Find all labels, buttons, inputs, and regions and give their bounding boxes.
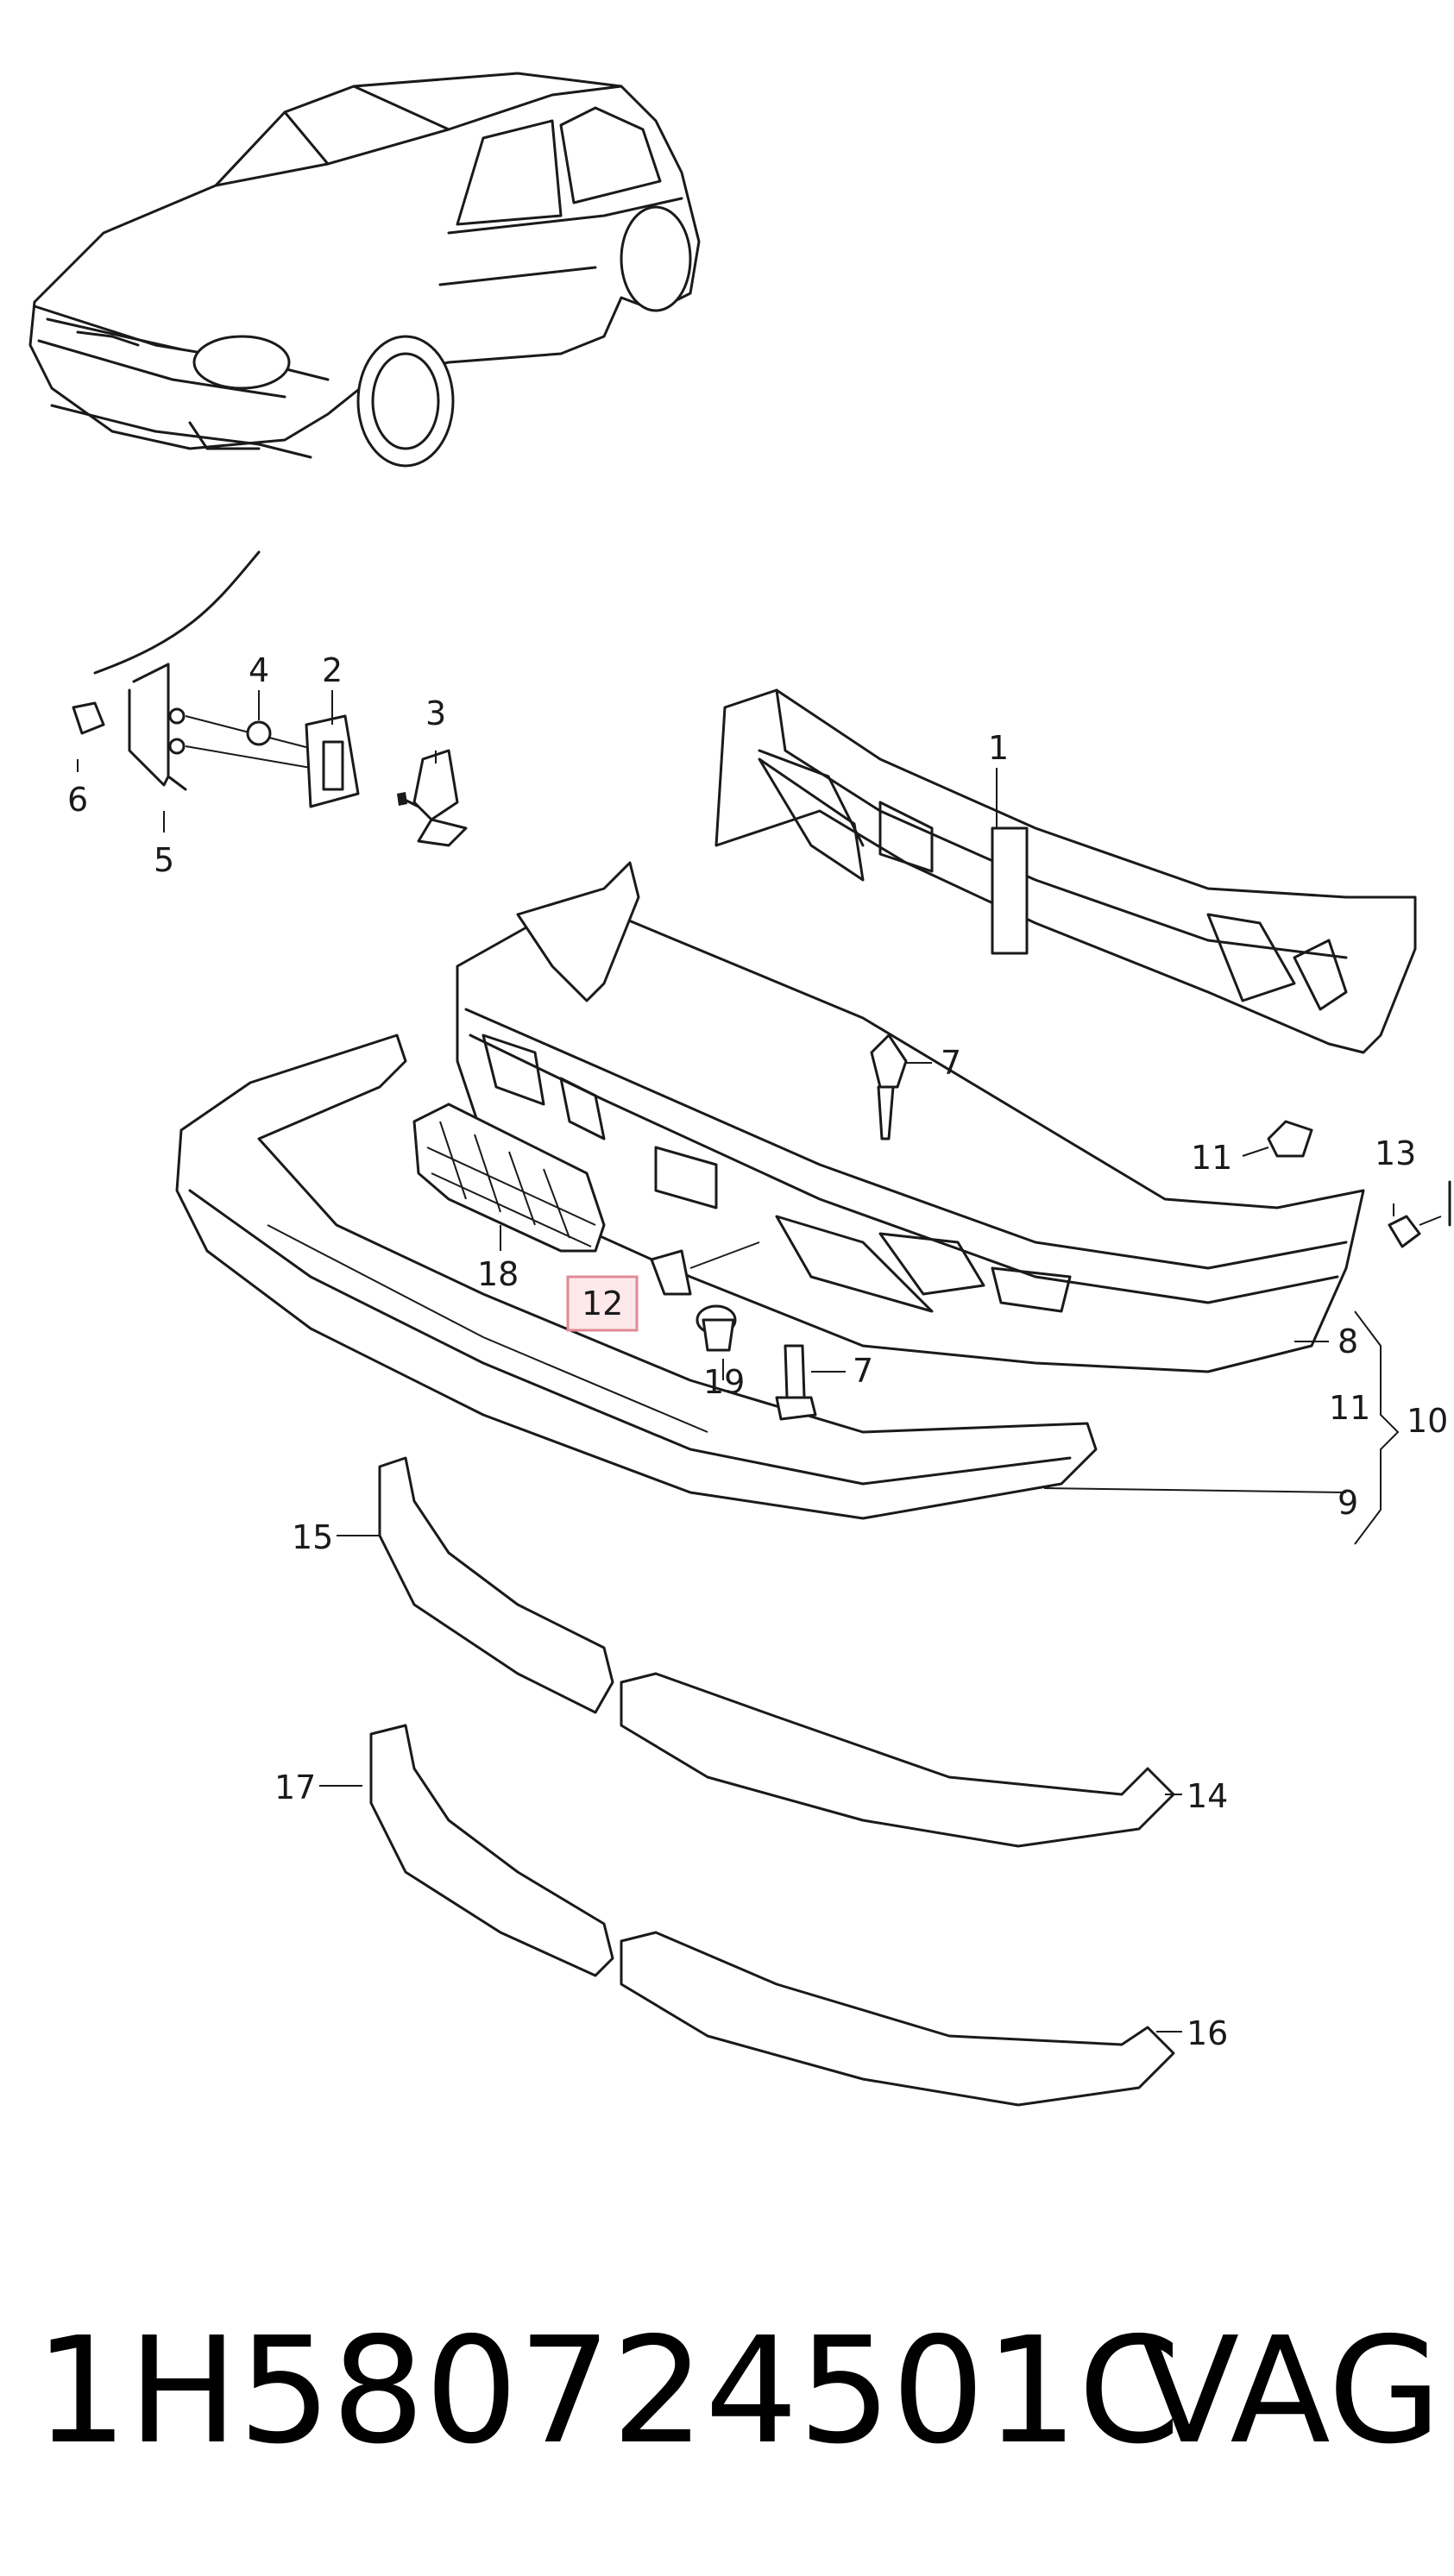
- callout-18: 18: [477, 1255, 519, 1293]
- callout-5: 5: [154, 841, 174, 879]
- callout-14: 14: [1186, 1777, 1228, 1815]
- callout-6: 6: [67, 781, 88, 819]
- lower-strips: [369, 1456, 1175, 2107]
- callout-3: 3: [425, 694, 446, 732]
- callout-labels: 1 2 3 4 5 6 7 7 8 9 10 11 11 12 13 14 15…: [67, 651, 1448, 2052]
- callout-7-upper: 7: [941, 1044, 961, 1082]
- callout-19: 19: [703, 1363, 745, 1401]
- callout-16: 16: [1186, 2014, 1228, 2052]
- callout-1: 1: [988, 729, 1009, 767]
- callout-2: 2: [322, 651, 343, 689]
- callout-8: 8: [1338, 1323, 1358, 1360]
- car-illustration: [28, 72, 701, 468]
- brand-name: VAG: [1139, 2306, 1441, 2477]
- part-number: 1H580724501C: [35, 2306, 1180, 2477]
- callout-13: 13: [1375, 1134, 1416, 1172]
- callout-12: 12: [582, 1285, 623, 1323]
- spoiler-part-9: [175, 1034, 1098, 1520]
- callout-7-lower: 7: [853, 1352, 873, 1390]
- callout-15: 15: [292, 1518, 333, 1556]
- small-fasteners: [650, 1034, 1451, 1421]
- callout-17: 17: [274, 1769, 316, 1806]
- callout-11-upper: 11: [1191, 1139, 1232, 1177]
- callout-11-lower: 11: [1329, 1389, 1370, 1427]
- callout-9: 9: [1338, 1484, 1358, 1522]
- grille-part-18: [412, 1103, 606, 1253]
- callout-12-highlight: [566, 1275, 639, 1332]
- fender-bracket-assembly: [72, 550, 468, 847]
- callout-4: 4: [249, 651, 269, 689]
- leader-lines: [77, 690, 1400, 2033]
- callout-10: 10: [1407, 1402, 1448, 1440]
- bumper-carrier-part-1: [714, 688, 1417, 1054]
